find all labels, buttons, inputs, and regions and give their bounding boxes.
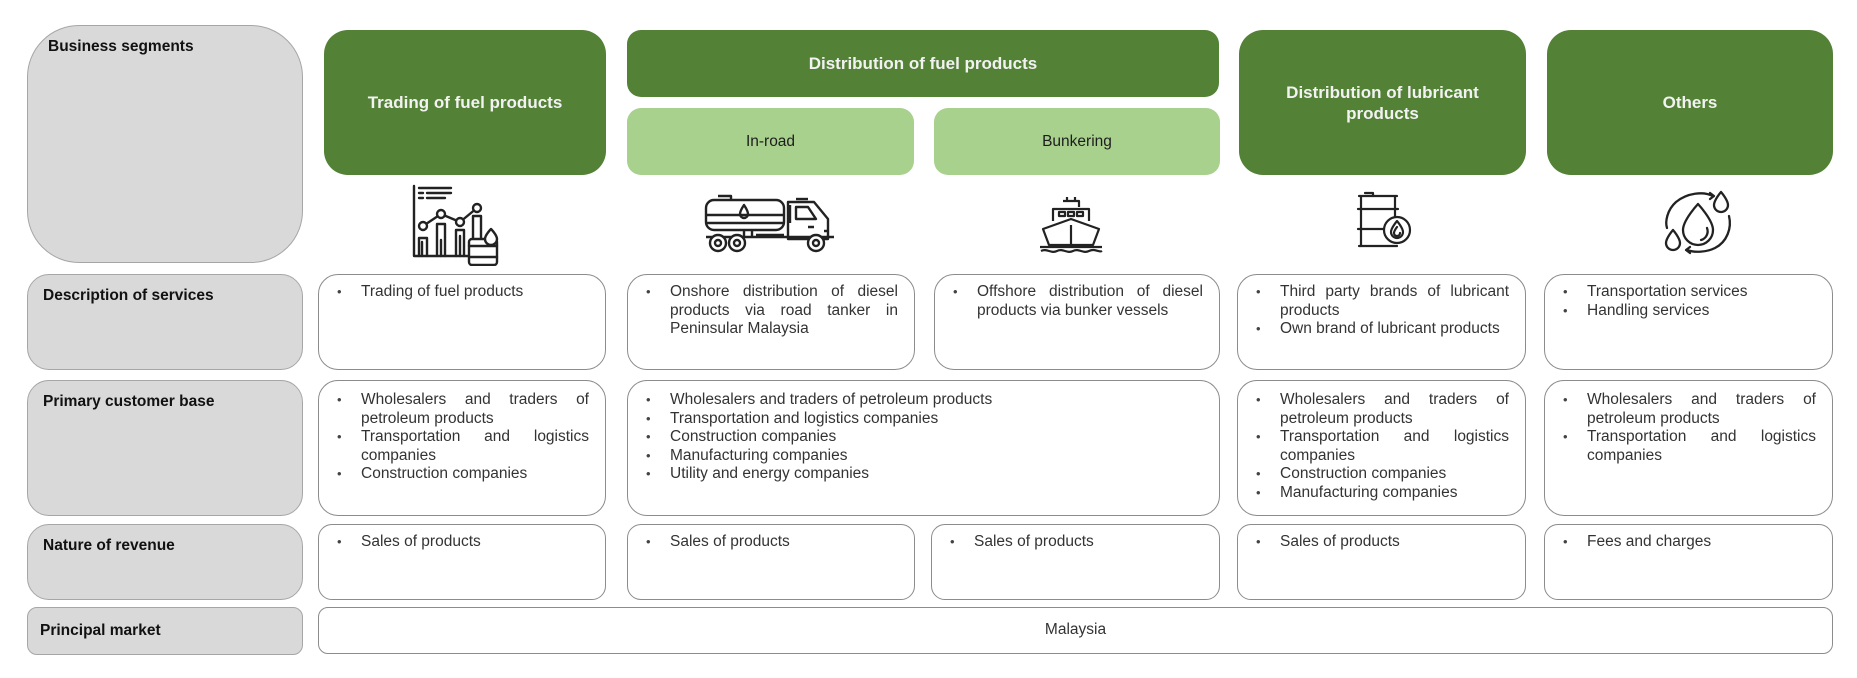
list-item: Sales of products: [335, 533, 589, 552]
list-item: Sales of products: [644, 533, 898, 552]
segment-title: Distribution of lubricant products: [1286, 82, 1479, 123]
bullet-list: Offshore distribution of diesel products…: [951, 283, 1203, 320]
bullet-list: Onshore distribution of diesel products …: [644, 283, 898, 339]
list-item: Construction companies: [644, 428, 1203, 447]
list-item: Wholesalers and traders of petroleum pro…: [335, 391, 589, 428]
row-label-text: Nature of revenue: [43, 537, 175, 554]
list-item: Transportation services: [1561, 283, 1816, 302]
subsegment-title: Bunkering: [1042, 132, 1112, 150]
list-item: Onshore distribution of diesel products …: [644, 283, 898, 339]
bullet-list: Sales of products: [644, 533, 898, 552]
list-item: Wholesalers and traders of petroleum pro…: [1254, 391, 1509, 428]
bullet-list: Fees and charges: [1561, 533, 1816, 552]
cell-description-bunkering: Offshore distribution of diesel products…: [934, 274, 1220, 370]
ship-icon: [1039, 195, 1103, 253]
cell-customers-distribution: Wholesalers and traders of petroleum pro…: [627, 380, 1220, 516]
row-label-principal-market: Principal market: [27, 607, 303, 655]
list-item: Manufacturing companies: [644, 447, 1203, 466]
bullet-list: Transportation services Handling service…: [1561, 283, 1816, 320]
row-label-text: Primary customer base: [43, 393, 215, 410]
subsegment-title: In-road: [745, 132, 796, 150]
segment-title: Trading of fuel products: [367, 93, 563, 112]
cell-revenue-bunkering: Sales of products: [931, 524, 1220, 600]
segment-header-others: Others: [1547, 30, 1833, 175]
list-item: Construction companies: [335, 465, 589, 484]
cell-customers-trading: Wholesalers and traders of petroleum pro…: [318, 380, 606, 516]
bullet-list: Sales of products: [335, 533, 589, 552]
oil-barrel-icon: [1355, 191, 1413, 251]
bullet-list: Sales of products: [1254, 533, 1509, 552]
list-item: Manufacturing companies: [1254, 484, 1509, 503]
list-item: Wholesalers and traders of petroleum pro…: [644, 391, 1203, 410]
list-item: Own brand of lubricant products: [1254, 320, 1509, 339]
cell-revenue-others: Fees and charges: [1544, 524, 1833, 600]
cell-description-trading: Trading of fuel products: [318, 274, 606, 370]
cell-description-inroad: Onshore distribution of diesel products …: [627, 274, 915, 370]
row-label-primary-customer-base: Primary customer base: [27, 380, 303, 516]
list-item: Transportation and logistics companies: [1254, 428, 1509, 465]
oil-drops-cycle-icon: [1661, 190, 1735, 255]
bullet-list: Third party brands of lubricant products…: [1254, 283, 1509, 339]
cell-description-others: Transportation services Handling service…: [1544, 274, 1833, 370]
subsegment-header-inroad: In-road: [627, 108, 914, 175]
bullet-list: Wholesalers and traders of petroleum pro…: [335, 391, 589, 484]
list-item: Utility and energy companies: [644, 465, 1203, 484]
list-item: Transportation and logistics companies: [644, 410, 1203, 429]
segment-title: Others: [1662, 93, 1718, 112]
list-item: Transportation and logistics companies: [1561, 428, 1816, 465]
bullet-list: Wholesalers and traders of petroleum pro…: [1561, 391, 1816, 465]
row-label-business-segments: Business segments: [27, 25, 303, 263]
tanker-truck-icon: [704, 193, 836, 255]
segment-header-lubricant: Distribution of lubricant products: [1239, 30, 1526, 175]
list-item: Construction companies: [1254, 465, 1509, 484]
row-label-description-of-services: Description of services: [27, 274, 303, 370]
segment-header-trading: Trading of fuel products: [324, 30, 606, 175]
list-item: Wholesalers and traders of petroleum pro…: [1561, 391, 1816, 428]
list-item: Third party brands of lubricant products: [1254, 283, 1509, 320]
cell-revenue-trading: Sales of products: [318, 524, 606, 600]
row-label-nature-of-revenue: Nature of revenue: [27, 524, 303, 600]
list-item: Trading of fuel products: [335, 283, 589, 302]
list-item: Handling services: [1561, 302, 1816, 321]
cell-customers-others: Wholesalers and traders of petroleum pro…: [1544, 380, 1833, 516]
list-item: Fees and charges: [1561, 533, 1816, 552]
bullet-list: Wholesalers and traders of petroleum pro…: [644, 391, 1203, 484]
bullet-list: Trading of fuel products: [335, 283, 589, 302]
principal-market-value: Malaysia: [1044, 621, 1107, 639]
segment-header-distribution: Distribution of fuel products: [627, 30, 1219, 97]
cell-revenue-lubricant: Sales of products: [1237, 524, 1526, 600]
subsegment-header-bunkering: Bunkering: [934, 108, 1220, 175]
list-item: Sales of products: [1254, 533, 1509, 552]
cell-revenue-inroad: Sales of products: [627, 524, 915, 600]
cell-principal-market: Malaysia: [318, 607, 1833, 654]
cell-customers-lubricant: Wholesalers and traders of petroleum pro…: [1237, 380, 1526, 516]
list-item: Sales of products: [948, 533, 1203, 552]
row-label-text: Principal market: [40, 622, 161, 639]
list-item: Transportation and logistics companies: [335, 428, 589, 465]
chart-fuel-icon: [411, 184, 507, 266]
row-label-text: Business segments: [48, 38, 194, 55]
segment-title: Distribution of fuel products: [808, 54, 1038, 73]
cell-description-lubricant: Third party brands of lubricant products…: [1237, 274, 1526, 370]
bullet-list: Sales of products: [948, 533, 1203, 552]
list-item: Offshore distribution of diesel products…: [951, 283, 1203, 320]
bullet-list: Wholesalers and traders of petroleum pro…: [1254, 391, 1509, 502]
row-label-text: Description of services: [43, 287, 214, 304]
